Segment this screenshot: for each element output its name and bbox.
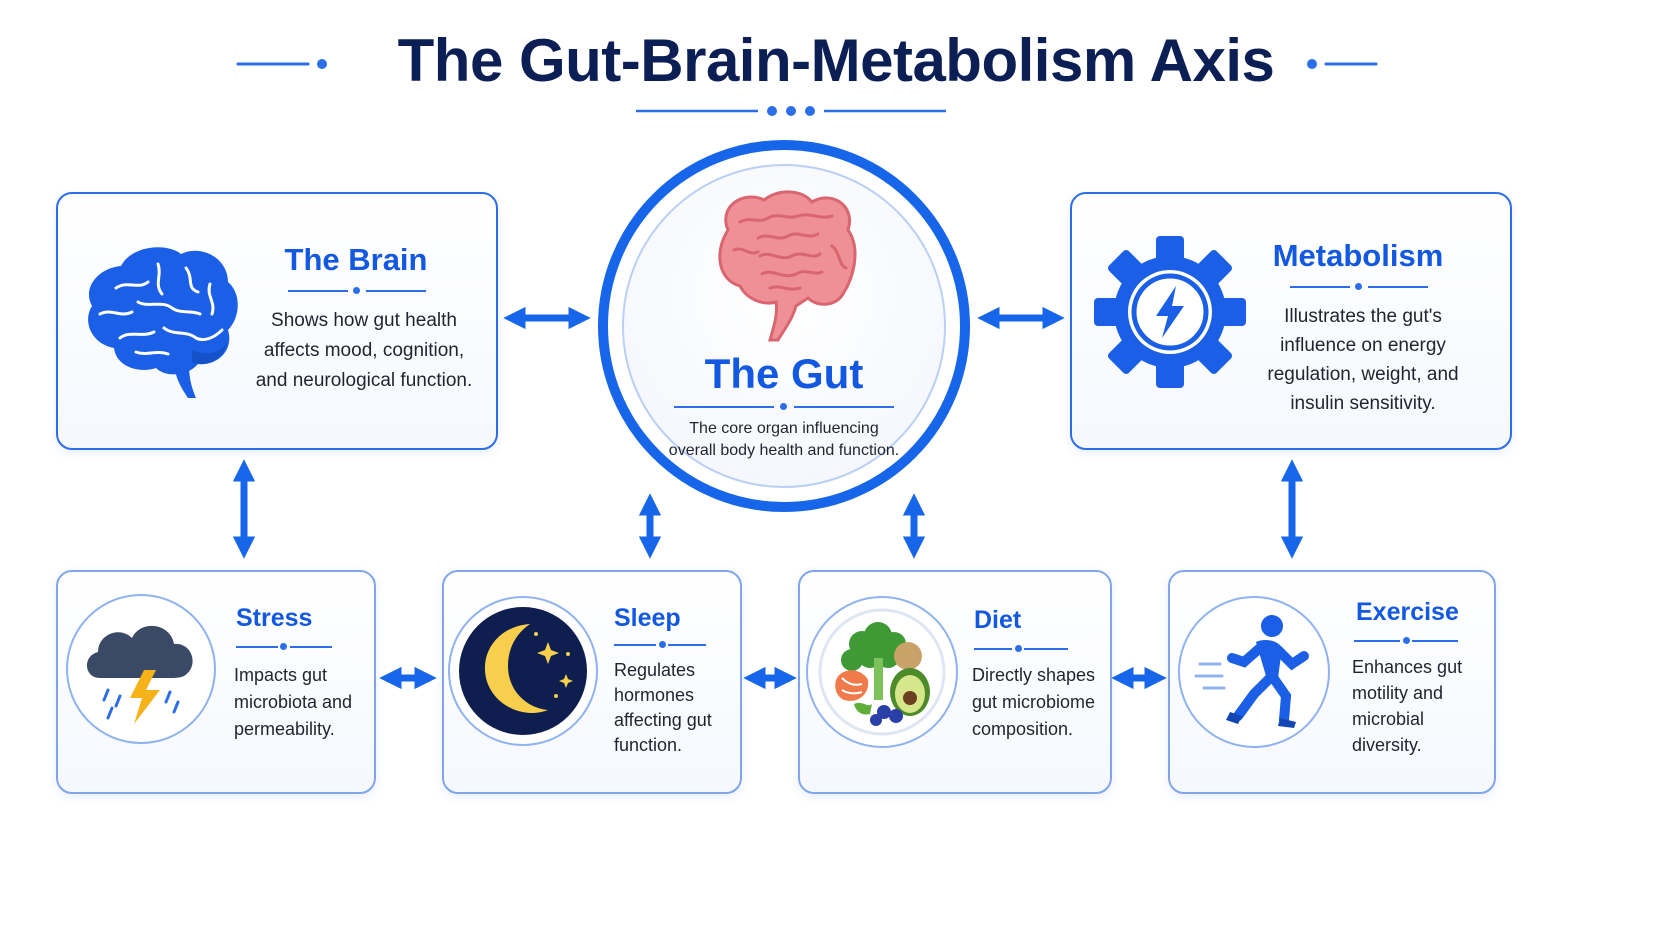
gut-description: The core organ influencing overall body … <box>668 420 900 459</box>
sleep-line-3: affecting gut <box>614 710 712 730</box>
page-title: The Gut-Brain-Metabolism Axis <box>397 27 1275 94</box>
stress-line-1: Impacts gut <box>234 665 328 685</box>
intestine-icon <box>718 190 857 342</box>
sleep-rule-right <box>668 644 706 646</box>
diet-rule-right <box>1024 648 1068 650</box>
sleep-line-4: function. <box>614 735 683 755</box>
exercise-title: Exercise <box>1356 598 1459 626</box>
stress-rule-left <box>236 646 278 648</box>
exercise-rule-dot <box>1403 637 1410 644</box>
gear-lightning-icon <box>1094 236 1246 388</box>
brain-line-2: affects mood, cognition, <box>263 340 465 361</box>
metabolism-line-1: Illustrates the gut's <box>1284 306 1442 327</box>
diet-rule-left <box>974 648 1012 650</box>
sleep-description: Regulates hormones affecting gut functio… <box>614 658 738 758</box>
stress-title: Stress <box>236 604 313 632</box>
exercise-description: Enhances gut motility and microbial dive… <box>1352 654 1490 758</box>
sleep-title: Sleep <box>614 604 681 632</box>
exercise-line-4: diversity. <box>1352 735 1422 755</box>
diet-description: Directly shapes gut microbiome compositi… <box>972 662 1108 743</box>
runner-icon <box>1194 615 1309 728</box>
brain-icon <box>88 247 238 398</box>
metabolism-description: Illustrates the gut's influence on energ… <box>1250 302 1476 418</box>
stress-line-3: permeability. <box>234 719 335 739</box>
gut-rule-right <box>794 406 894 408</box>
exercise-rule-left <box>1354 640 1400 642</box>
stress-rule-right <box>290 646 332 648</box>
sleep-line-2: hormones <box>614 685 695 705</box>
diet-line-2: gut microbiome <box>972 692 1096 712</box>
brain-description: Shows how gut health affects mood, cogni… <box>246 306 482 396</box>
title-decoration <box>236 59 1378 116</box>
exercise-line-1: Enhances gut <box>1352 657 1463 677</box>
gut-rule-left <box>674 406 774 408</box>
gut-title: The Gut <box>704 350 864 397</box>
brain-rule-dot <box>353 287 360 294</box>
brain-line-3: and neurological function. <box>255 370 473 391</box>
metabolism-line-2: influence on energy <box>1280 335 1446 356</box>
metabolism-rule-right <box>1368 286 1428 288</box>
brain-rule-left <box>288 290 348 292</box>
healthy-food-plate-icon <box>818 608 946 736</box>
stress-rule-dot <box>280 643 287 650</box>
exercise-icon-circle <box>1178 596 1330 748</box>
metabolism-rule-left <box>1290 286 1350 288</box>
brain-line-1: Shows how gut health <box>271 310 457 331</box>
exercise-line-2: motility and <box>1352 683 1444 703</box>
brain-rule-right <box>366 290 426 292</box>
diet-line-1: Directly shapes <box>972 665 1096 685</box>
brain-title: The Brain <box>284 242 428 277</box>
gut-rule-dot <box>780 403 787 410</box>
diet-rule-dot <box>1015 645 1022 652</box>
metabolism-rule-dot <box>1355 283 1362 290</box>
exercise-rule-right <box>1412 640 1458 642</box>
storm-cloud-icon <box>86 625 193 724</box>
metabolism-line-3: regulation, weight, and <box>1267 364 1459 385</box>
diet-line-3: composition. <box>972 719 1074 739</box>
diet-title: Diet <box>974 606 1022 634</box>
metabolism-line-4: insulin sensitivity. <box>1290 393 1436 414</box>
stress-line-2: microbiota and <box>234 692 353 712</box>
metabolism-title: Metabolism <box>1272 238 1444 273</box>
moon-stars-icon <box>459 607 587 735</box>
stress-description: Impacts gut microbiota and permeability. <box>234 662 374 743</box>
exercise-line-3: microbial <box>1352 709 1425 729</box>
sleep-rule-dot <box>659 641 666 648</box>
sleep-rule-left <box>614 644 656 646</box>
sleep-line-1: Regulates <box>614 660 696 680</box>
